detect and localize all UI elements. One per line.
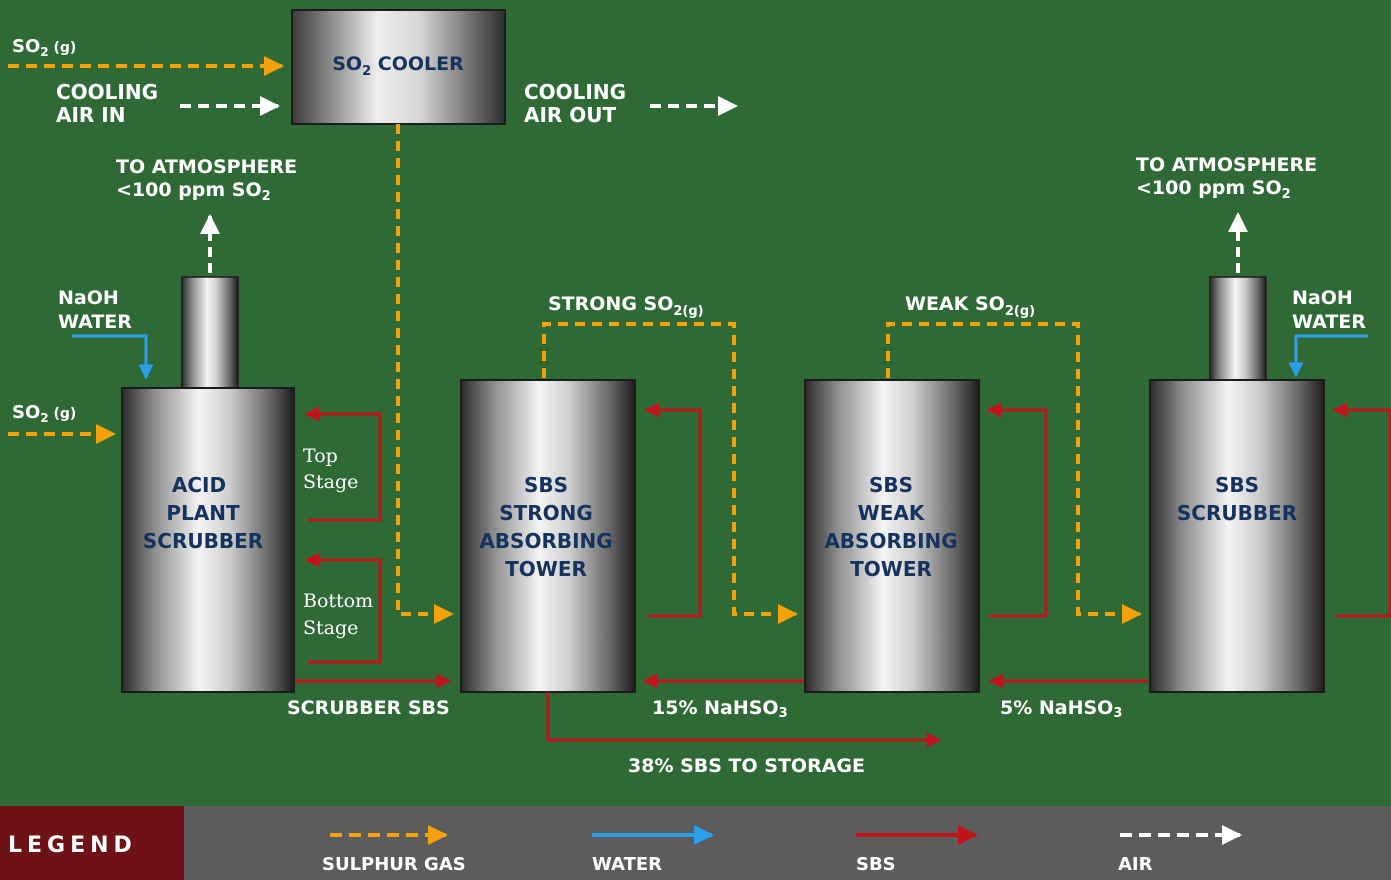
weak-tower-recycle-arrow	[986, 402, 1048, 618]
bottom-stage-recycle-arrow	[304, 552, 382, 664]
nahso3-15-label: 15% NaHSO3	[652, 697, 788, 721]
sbs-scrubber-recycle-arrow	[1332, 402, 1391, 618]
strong-tower-label-2: STRONG	[499, 501, 593, 525]
acid-scrubber-label-1: ACID	[172, 473, 226, 497]
acid-scrubber-stack	[181, 276, 239, 391]
atmosphere-right-line2: <100 ppm SO2	[1136, 177, 1291, 202]
so2-cooler	[291, 9, 506, 125]
legend-sbs-label: SBS	[856, 854, 896, 875]
storage-label: 38% SBS TO STORAGE	[628, 755, 865, 777]
weak-so2-gas-arrow	[886, 322, 1142, 624]
strong-so2-label: STRONG SO2(g)	[548, 293, 704, 319]
sbs-scrubber-label-2: SCRUBBER	[1177, 501, 1297, 525]
strong-tower-label-3: ABSORBING	[479, 529, 612, 553]
bottom-stage-label-2: Stage	[303, 617, 358, 639]
naoh-right-label-1: NaOH	[1292, 287, 1353, 309]
sbs-weak-absorbing-tower	[804, 379, 980, 693]
top-stage-label-2: Stage	[303, 471, 358, 493]
weak-tower-label-3: ABSORBING	[824, 529, 957, 553]
sbs-to-storage-arrow	[546, 692, 942, 748]
acid-scrubber-label-2: PLANT	[166, 501, 240, 525]
weak-tower-label-1: SBS	[869, 473, 913, 497]
cooled-so2-to-strong-tower-arrow	[396, 124, 454, 624]
atmosphere-left-line2: <100 ppm SO2	[116, 179, 271, 204]
legend-sulphur-gas-label: SULPHUR GAS	[322, 854, 466, 875]
cooling-air-in-label-2: AIR IN	[56, 103, 125, 127]
strong-tower-recycle-arrow	[644, 402, 702, 618]
scrubber-sbs-label: SCRUBBER SBS	[287, 697, 450, 719]
sbs-scrubber	[1149, 379, 1325, 693]
acid-scrubber-label-3: SCRUBBER	[143, 529, 263, 553]
weak-tower-label-4: TOWER	[850, 557, 932, 581]
nahso3-5-label: 5% NaHSO3	[1000, 697, 1122, 721]
so2-gas-input-top-label: SO2 (g)	[12, 36, 76, 59]
atmosphere-left-line1: TO ATMOSPHERE	[116, 156, 297, 178]
naoh-right-label-2: WATER	[1292, 311, 1366, 333]
naoh-left-label-2: WATER	[58, 311, 132, 333]
atmosphere-right-line1: TO ATMOSPHERE	[1136, 154, 1317, 176]
sbs-strong-absorbing-tower	[460, 379, 636, 693]
naoh-water-left-arrow	[72, 334, 154, 380]
cooling-air-out-label-2: AIR OUT	[524, 103, 617, 127]
legend-title: LEGEND	[8, 833, 137, 858]
cooling-air-in-label-1: COOLING	[56, 80, 158, 104]
naoh-water-right-arrow	[1288, 334, 1368, 378]
cooler-label: SO2 COOLER	[332, 53, 464, 79]
legend-bar	[0, 806, 1391, 880]
top-stage-recycle-arrow	[304, 406, 382, 522]
legend-title-box	[0, 806, 184, 880]
strong-tower-label-4: TOWER	[505, 557, 587, 581]
legend-water-label: WATER	[592, 854, 662, 875]
acid-plant-scrubber	[121, 387, 295, 693]
naoh-left-label-1: NaOH	[58, 287, 119, 309]
top-stage-label-1: Top	[303, 445, 338, 467]
bottom-stage-label-1: Bottom	[303, 590, 373, 612]
cooling-air-out-label-1: COOLING	[524, 80, 626, 104]
weak-tower-label-2: WEAK	[858, 501, 926, 525]
sbs-scrubber-label-1: SBS	[1215, 473, 1259, 497]
weak-so2-label: WEAK SO2(g)	[905, 293, 1035, 319]
strong-tower-label-1: SBS	[524, 473, 568, 497]
so2-gas-input-left-label: SO2 (g)	[12, 402, 76, 425]
sbs-scrubber-stack	[1209, 276, 1267, 383]
legend-air-label: AIR	[1118, 854, 1153, 875]
strong-so2-gas-arrow	[542, 322, 798, 624]
